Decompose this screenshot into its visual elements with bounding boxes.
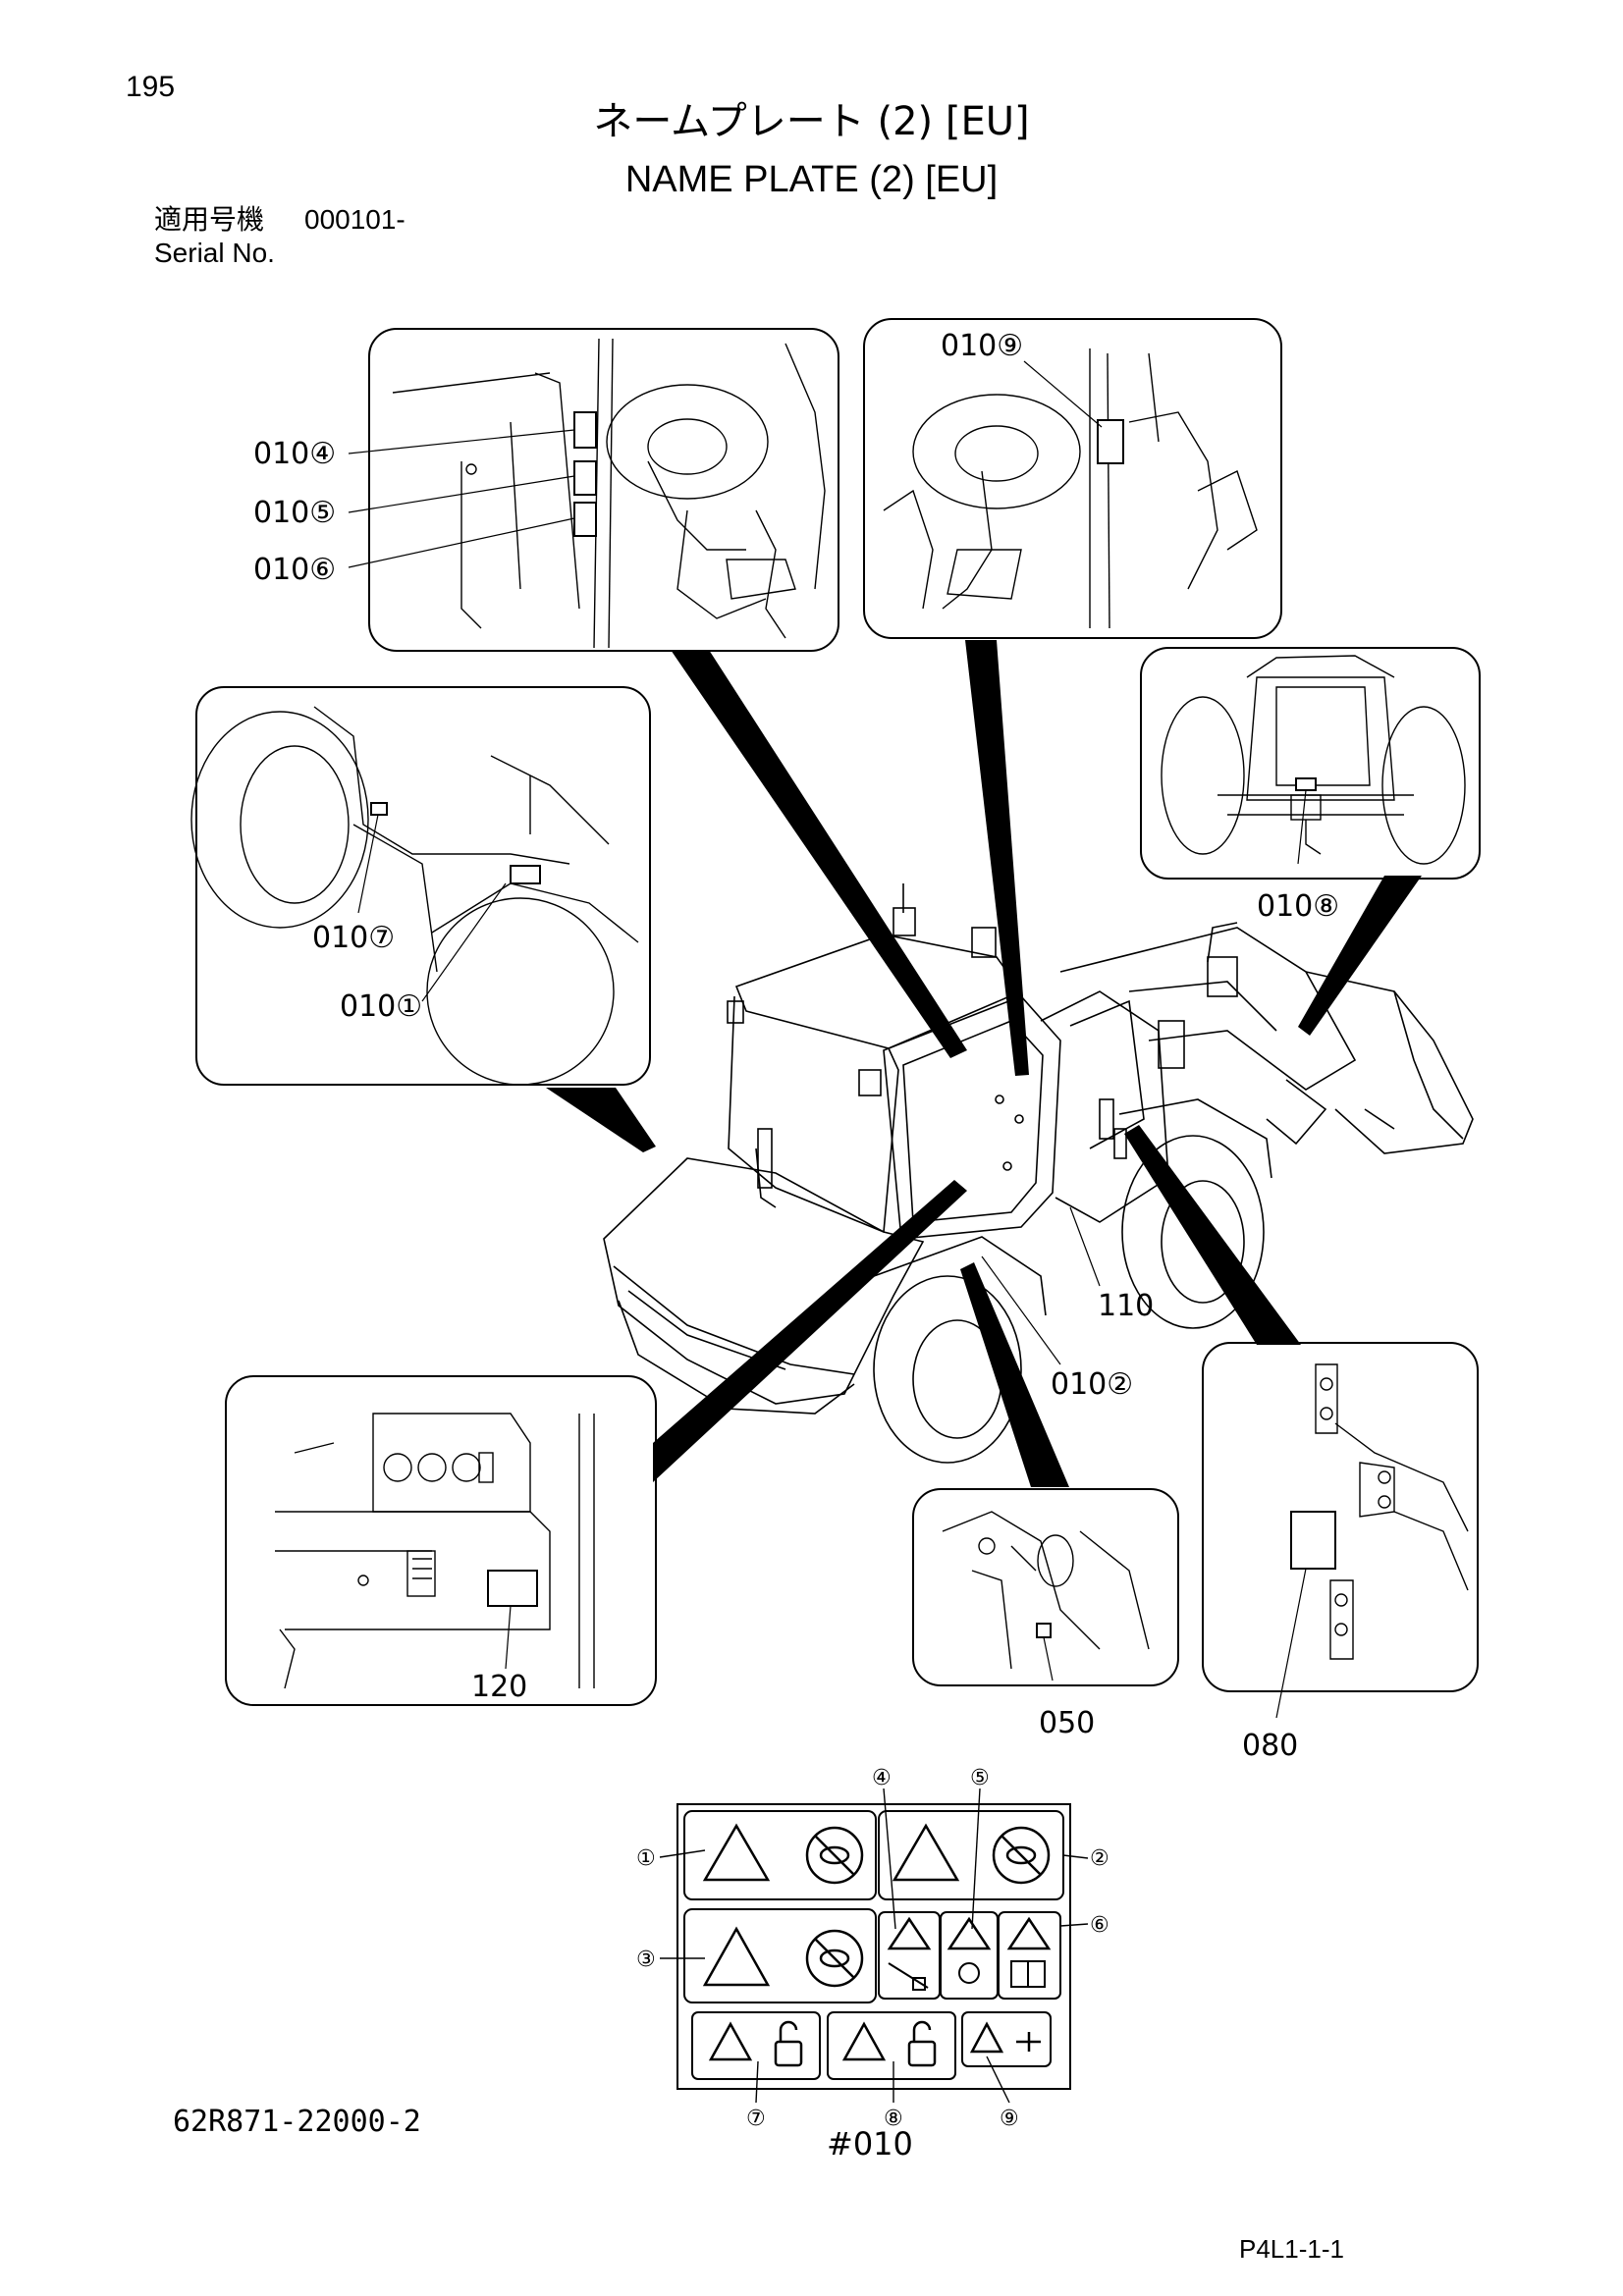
sheet-marker-7: ⑦ <box>746 2107 766 2131</box>
document-code: 62R871-22000-2 <box>173 2105 421 2139</box>
label-0109 <box>1097 419 1124 464</box>
front-wheel <box>1121 1135 1265 1329</box>
cab-roof <box>734 934 1023 1049</box>
pointer-wedge-fender <box>960 1262 1069 1487</box>
callout-110: 110 <box>1098 1289 1154 1323</box>
steering-wheel <box>606 384 769 500</box>
label-sheet-part-ref: #010 <box>827 2125 913 2163</box>
serial-label-japanese: 適用号機 <box>154 203 265 236</box>
sheet-marker-1: ① <box>636 1846 656 1871</box>
page-code: P4L1-1-1 <box>1239 2234 1344 2264</box>
label-0106 <box>573 502 597 537</box>
wheel-loader-drawing <box>603 883 1474 1464</box>
callout-050: 050 <box>1039 1706 1095 1740</box>
detail-panel-step <box>190 686 651 1086</box>
callout-0108: 010⑧ <box>1257 889 1339 924</box>
page-title-japanese: ネームプレート (2) [EU] <box>593 99 1030 144</box>
callout-0104: 010④ <box>253 437 336 471</box>
serial-label-english: Serial No. <box>154 238 275 268</box>
rear-grille <box>618 1300 855 1415</box>
callout-labels: 010④ 010⑤ 010⑥ 010⑨ 010⑦ 010① 010⑧ 110 0… <box>253 329 1339 1763</box>
page-title-english: NAME PLATE (2) [EU] <box>624 159 999 200</box>
rear-panel-body <box>1275 686 1371 786</box>
callout-0106: 010⑥ <box>253 553 336 587</box>
pointer-wedge-frame <box>1124 1125 1301 1345</box>
callout-080: 080 <box>1242 1729 1298 1763</box>
engine-hood <box>603 1157 925 1405</box>
pointer-wedge-dash <box>653 1180 967 1482</box>
callout-120: 120 <box>471 1670 527 1704</box>
sheet-marker-3: ③ <box>636 1948 656 1972</box>
sheet-marker-9: ⑨ <box>1000 2107 1019 2131</box>
label-0105 <box>573 460 597 496</box>
cab-door-inner <box>902 1020 1044 1223</box>
front-frame <box>1040 990 1169 1223</box>
callout-0102: 010② <box>1051 1367 1133 1402</box>
callout-0105: 010⑤ <box>253 496 336 530</box>
pointer-wedge-cab-left <box>671 650 967 1058</box>
steering-wheel-right <box>912 394 1081 509</box>
detail-panel-dashboard <box>225 1375 657 1706</box>
label-080 <box>1290 1511 1336 1570</box>
label-120 <box>487 1570 538 1607</box>
cab-body <box>728 995 899 1234</box>
label-050 <box>1036 1623 1052 1638</box>
pointer-wedge-rear <box>1298 876 1422 1036</box>
label-0101 <box>510 865 541 884</box>
sheet-marker-2: ② <box>1090 1846 1109 1871</box>
loader-boom <box>1059 927 1357 1091</box>
pointer-wedges <box>546 640 1422 1487</box>
page-number: 195 <box>126 71 176 103</box>
rear-wheel <box>873 1275 1022 1464</box>
callout-0107: 010⑦ <box>312 921 395 955</box>
pointer-wedge-step <box>546 1088 656 1152</box>
serial-number-value: 000101- <box>304 204 406 235</box>
sheet-marker-6: ⑥ <box>1090 1913 1109 1938</box>
label-0108 <box>1295 777 1317 791</box>
detail-panel-frame <box>1202 1342 1479 1719</box>
detail-panel-rear <box>1140 647 1481 880</box>
sheet-marker-5: ⑤ <box>970 1766 990 1790</box>
cab-door <box>883 995 1061 1240</box>
label-0104 <box>573 411 597 449</box>
pointer-wedge-cab-right <box>965 640 1029 1076</box>
sheet-marker-4: ④ <box>872 1766 892 1790</box>
callout-0101: 010① <box>340 989 422 1024</box>
detail-panel-cab-left <box>348 328 839 652</box>
detail-panel-fender <box>912 1488 1179 1686</box>
callout-0109: 010⑨ <box>941 329 1023 363</box>
label-sheet: ① ② ③ ④ ⑤ ⑥ ⑦ ⑧ ⑨ #010 <box>636 1766 1109 2163</box>
sheet-marker-8: ⑧ <box>884 2107 903 2131</box>
detail-panel-cab-right <box>863 318 1282 639</box>
label-0107 <box>370 802 388 816</box>
